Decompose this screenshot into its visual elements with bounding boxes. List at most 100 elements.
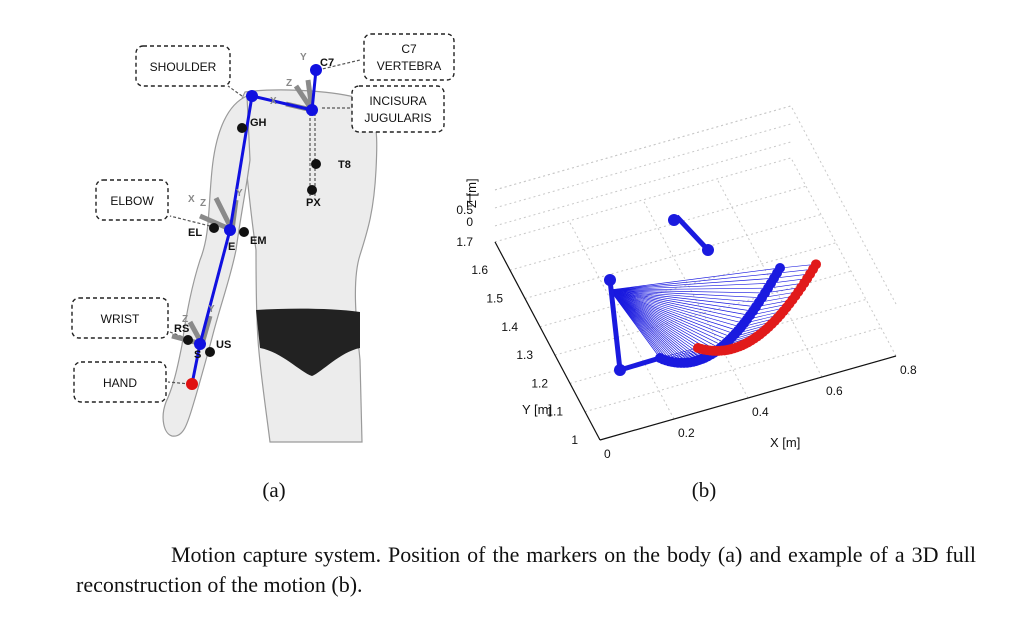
swim-trunks [256,308,360,376]
hand-vector-line [609,289,745,324]
marker-el: EL [188,227,202,239]
marker-gh: GH [250,117,267,129]
kinematic-chain [190,69,318,385]
callout-box-shoulder [135,45,231,87]
anatomical-markers [183,123,321,357]
grid-line-x [790,157,897,357]
callout-box-c7 [363,33,455,81]
callout-wrist: WRIST [101,312,140,326]
hand-vector-line [609,289,730,341]
segment-joints [194,64,322,350]
marker-rs: RS [174,323,189,335]
y-axis-line [494,241,601,441]
hand-vector-line [609,267,781,291]
grid-line-y [524,214,822,299]
marker-us: US [216,339,231,351]
hand-vector-line [609,289,757,308]
x-tick-label: 0.8 [900,363,917,377]
body-silhouette [162,89,378,443]
hand-vector-line [609,272,778,291]
marker-e: E [228,241,235,253]
hand-vector-line [609,289,727,344]
y-tick-label: 1.6 [471,263,488,277]
callout-box-hand [73,361,167,403]
plot-ticks: 00.20.40.60.811.11.21.31.41.51.61.700.51 [456,191,917,461]
axis-label-x-c7: X [270,96,277,107]
joint-point [668,214,680,226]
link-line [776,268,814,274]
callout-c7-line2: VERTEBRA [377,59,441,73]
hand-vector-line [609,289,736,335]
grid-line-y [509,185,807,271]
grid-line-y [584,327,882,413]
z-tick-label: 0.5 [456,203,473,217]
hand-vector-line [609,289,700,361]
y-axis-label: Y [m] [522,402,552,417]
y-tick-label: 1.2 [531,376,548,390]
callout-box-wrist [71,297,169,339]
hand-vector-line [609,289,721,349]
hand-vector-line [609,289,706,359]
hand-vector-line [609,289,694,363]
hand-vector-line [609,289,712,355]
callout-c7-line1: C7 [401,42,417,56]
y-tick-label: 1.7 [456,235,473,249]
marker-px: PX [306,197,321,209]
axis-label-z-elbow: Z [200,198,206,209]
hand-vector-line [609,289,685,364]
hand-vector-line [609,289,766,294]
plot-grid [494,105,897,441]
hand-vector-line [609,289,682,364]
x-tick-label: 0.2 [678,426,695,440]
z-tick-label: 1 [466,191,473,205]
hand-vector-line [609,289,751,316]
hand-vector-line [609,289,718,351]
grid-line-z [494,105,792,191]
joint-point [702,244,714,256]
axis-label-x-elbow: X [188,194,195,205]
y-tick-label: 1.3 [516,348,533,362]
y-tick-label: 1.4 [501,320,518,334]
y-tick-label: 1.1 [546,405,563,419]
hand-vector-line [609,289,691,363]
hand-vector-line [609,289,688,363]
x-axis-line [599,355,897,441]
grid-line-x [642,199,749,399]
axis-label-y-wrist: Y [208,304,215,315]
trajectory-point-red [811,259,821,270]
y-tick-label: 1 [571,433,578,447]
callout-box-elbow [95,179,169,221]
hand-vector-line [609,289,763,299]
body-marker-diagram: C7 GH T8 PX EL E EM RS US S Y Z X Z Y X … [71,33,455,443]
callout-hand: HAND [103,376,137,390]
callout-incisura-line2: JUGULARIS [364,111,431,125]
grid-line-x [716,178,823,378]
hand-vector-line [609,289,754,312]
plot-data [604,214,821,376]
hand-vector-line [609,287,769,291]
link-line [779,264,817,269]
grid-line-z [494,141,792,227]
callout-shoulder: SHOULDER [150,60,217,74]
hand-vector-line [609,289,715,353]
axis-label-y-c7: Y [300,52,307,63]
joint-point [614,364,626,376]
sublabel-a: (a) [262,478,286,502]
hand-vector-line [609,289,724,347]
sublabel-b: (b) [691,478,717,502]
hand-vector-line [609,289,742,328]
z-tick-label: 0 [466,215,473,229]
hand-vector-line [609,289,709,357]
axis-label-y-elbow: Y [236,188,243,199]
callout-box-incisura [351,85,445,133]
joint-point [604,274,616,286]
marker-s: S [194,349,201,361]
box-top-edge [494,105,897,305]
axis-label-z-wrist: Z [182,314,188,325]
hand-vector-line [609,289,748,320]
callout-elbow: ELBOW [110,194,154,208]
y-tick-label: 1.5 [486,292,503,306]
x-tick-label: 0 [604,447,611,461]
hand-vector-line [609,289,697,362]
